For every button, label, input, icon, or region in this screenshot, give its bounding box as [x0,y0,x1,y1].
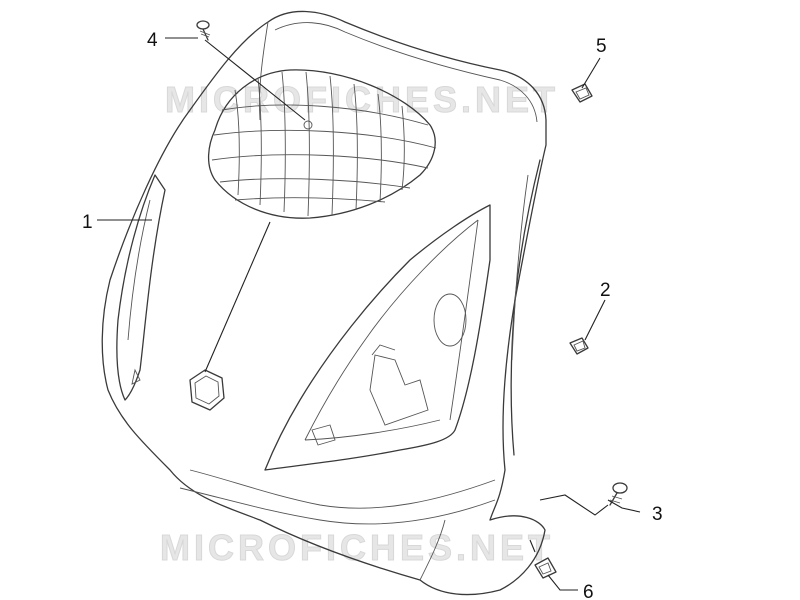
part-3-screw [609,482,628,506]
left-reflector [116,174,166,401]
headlight-housing [264,204,491,471]
part-6-clip-nut [534,557,557,579]
callout-2: 2 [600,280,611,301]
callout-1: 1 [82,212,93,233]
callout-4: 4 [147,30,158,51]
front-shield-body [101,10,547,596]
emblem-badge [189,369,225,411]
front-grille [207,69,437,219]
part-4-screw [196,20,211,41]
callout-5: 5 [596,36,607,57]
right-edge-trim [510,159,541,456]
watermark-bottom: MICROFICHES.NET [160,527,554,568]
callout-3: 3 [652,504,663,525]
part-5-clip-nut [571,83,593,103]
watermark-top: MICROFICHES.NET [165,79,559,120]
leader-lines [97,37,641,591]
part-2-clip-nut [569,337,589,355]
callout-6: 6 [583,582,594,600]
